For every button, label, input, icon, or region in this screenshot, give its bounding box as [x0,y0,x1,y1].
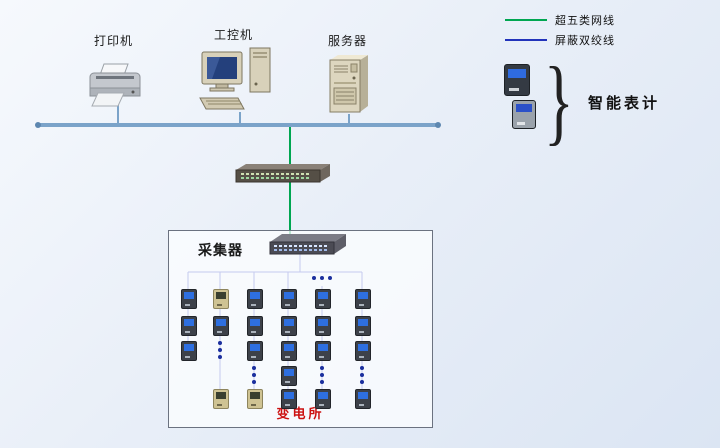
substation-box: 变电所 [168,230,433,428]
smart-meter-icon [504,64,530,96]
meter-icon [281,389,297,409]
industrial-pc-icon [198,46,282,119]
more-columns-ellipsis [312,276,332,280]
meter-icon [213,389,229,409]
more-meters-ellipsis [320,366,324,384]
smart-meters-label: 智能表计 [588,96,661,112]
more-meters-ellipsis [218,341,222,359]
smart-meter-icon [512,100,536,129]
meter-icon [315,341,331,361]
meter-icon [281,366,297,386]
stp-line-swatch [505,39,547,41]
collector-icon [264,234,352,265]
meter-icon [181,289,197,309]
legend-label: 超五类网线 [555,15,615,27]
more-meters-ellipsis [252,366,256,384]
meter-icon [315,389,331,409]
meter-icon [247,316,263,336]
meter-icon [181,316,197,336]
meter-icon [213,316,229,336]
switch-icon [232,164,332,191]
legend-item-stp: 屏蔽双绞线 [505,30,615,50]
meter-icon [355,389,371,409]
meter-icon [247,389,263,409]
legend-item-cat5e: 超五类网线 [505,10,615,30]
brace-glyph: } [544,49,574,155]
more-meters-ellipsis [360,366,364,384]
printer-icon [84,62,148,113]
meter-icon [315,316,331,336]
meter-icon [315,289,331,309]
meter-icon [247,289,263,309]
substation-label: 变电所 [276,406,325,421]
meter-icon [281,289,297,309]
legend-label: 屏蔽双绞线 [555,35,615,47]
meter-icon [355,289,371,309]
printer-label: 打印机 [94,34,134,48]
legend: 超五类网线 屏蔽双绞线 [505,10,615,50]
server-label: 服务器 [328,34,368,48]
meter-icon [355,316,371,336]
industrial-pc-label: 工控机 [214,28,254,42]
meter-icon [247,341,263,361]
meter-icon [355,341,371,361]
meter-icon [281,341,297,361]
server-icon [326,54,372,121]
meter-icon [281,316,297,336]
cat5e-line-swatch [505,19,547,21]
meter-icon [213,289,229,309]
meter-icon [181,341,197,361]
collector-label: 采集器 [198,244,243,259]
